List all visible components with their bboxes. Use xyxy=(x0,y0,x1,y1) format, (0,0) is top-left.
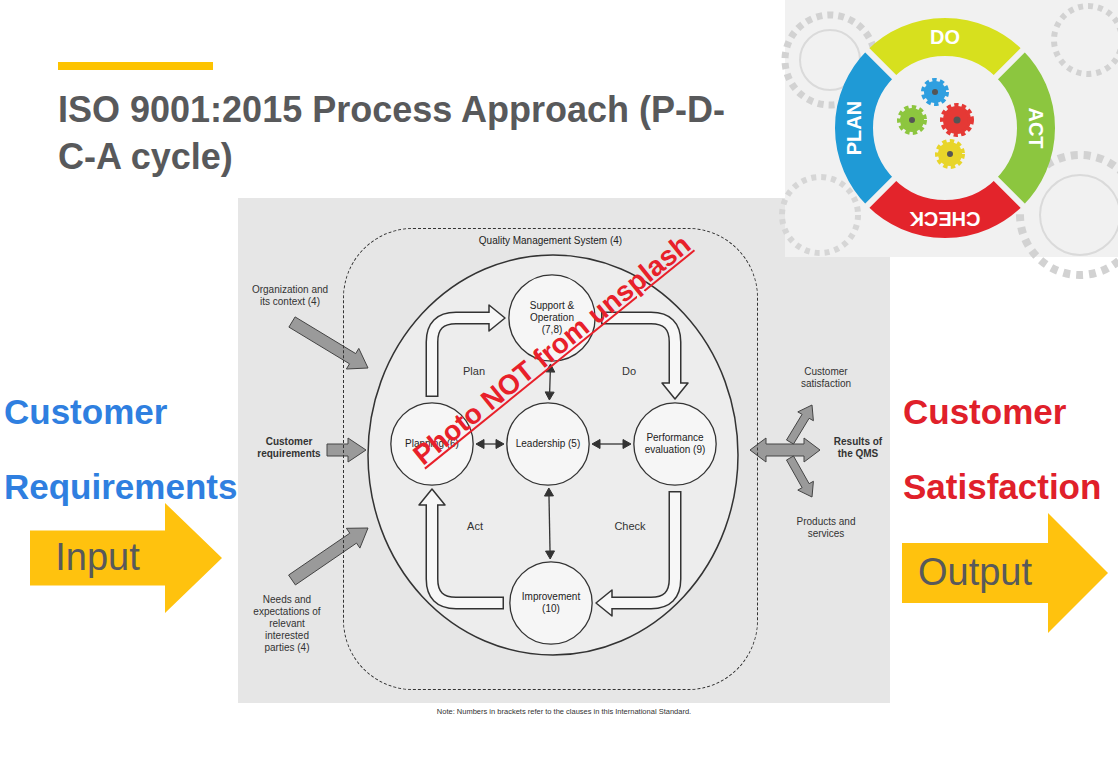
background-gear xyxy=(1040,175,1118,255)
output-label: Results of the QMS xyxy=(827,436,889,460)
phase-label: Plan xyxy=(463,365,485,378)
connector-fill xyxy=(610,493,675,604)
connector-line xyxy=(601,318,675,383)
arrow-text: Input xyxy=(55,537,140,579)
background-gear xyxy=(782,177,858,253)
gear xyxy=(943,106,971,134)
accent-bar xyxy=(58,62,213,70)
segment-gap xyxy=(864,47,897,80)
connector-line xyxy=(484,443,496,444)
arrow-head xyxy=(545,392,554,400)
output-label: Customer satisfaction xyxy=(791,366,861,390)
pdca-step: CHECK xyxy=(909,207,980,231)
pdca-step: PLAN xyxy=(842,101,866,155)
arrow-head xyxy=(489,305,505,331)
input-block-arrow xyxy=(289,317,368,369)
arrow-head xyxy=(592,440,600,449)
gear xyxy=(924,81,946,103)
system-title: Quality Management System (4) xyxy=(344,235,757,247)
circle-line xyxy=(510,562,592,644)
connector-arrow xyxy=(476,440,504,449)
cycle-arrow xyxy=(601,318,688,399)
input-heading: Customer Requirements xyxy=(4,374,259,524)
input-block-arrow xyxy=(289,528,368,585)
output-arrow: Output xyxy=(902,513,1108,633)
input-arrow: Input xyxy=(30,503,222,613)
gear xyxy=(900,108,924,132)
arrow-head xyxy=(596,590,612,616)
gear-hub xyxy=(909,117,915,123)
gear-hub xyxy=(947,151,953,157)
connector-fill xyxy=(603,318,676,385)
pdca-step: DO xyxy=(930,25,960,49)
connector-arrow xyxy=(592,440,631,449)
input-label: Needs and expectations of relevant inter… xyxy=(251,594,323,654)
phase-label: Check xyxy=(614,520,645,533)
connector-line xyxy=(612,491,675,603)
process-name: Performance evaluation (9) xyxy=(642,432,708,456)
output-block-arrow xyxy=(750,438,820,462)
pdca-ground xyxy=(785,0,1118,257)
connector-line xyxy=(600,443,623,444)
output-heading: Customer Satisfaction xyxy=(903,374,1115,524)
arrow-fill xyxy=(902,513,1108,633)
output-block-arrow xyxy=(787,456,814,497)
gear-hub xyxy=(954,117,961,124)
circle-line xyxy=(507,403,589,485)
output-block-arrow xyxy=(787,405,814,444)
segment-gap xyxy=(993,176,1026,209)
figure-note: Note: Numbers in brackets refer to the c… xyxy=(437,707,691,716)
cycle-arrow xyxy=(596,491,675,616)
arrow-head xyxy=(544,488,553,496)
qms-boundary: Quality Management System (4)Support & O… xyxy=(343,228,758,690)
process-circle: Performance evaluation (9) xyxy=(633,402,717,486)
circle-line xyxy=(634,403,716,485)
process-circle: Improvement (10) xyxy=(509,561,593,645)
connector-line xyxy=(432,505,504,603)
segment-gap xyxy=(864,176,897,209)
background-gear xyxy=(1054,6,1118,74)
phase-label: Do xyxy=(622,365,636,378)
input-label: Customer requirements xyxy=(249,436,329,460)
phase-label: Act xyxy=(467,520,483,533)
arrow-head xyxy=(623,440,631,449)
slide-title: ISO 9001:2015 Process Approach (P-D-C-A … xyxy=(58,86,748,180)
connector-arrow xyxy=(544,488,554,559)
input-block-arrow xyxy=(327,438,366,462)
cycle-arrow xyxy=(419,489,504,603)
input-label: Organization and its context (4) xyxy=(250,284,330,308)
connector-line xyxy=(549,496,550,551)
arrow-fill xyxy=(30,503,222,613)
connector-line xyxy=(549,372,551,392)
gear-hub xyxy=(932,89,938,95)
pdca-step: ACT xyxy=(1024,107,1048,148)
process-name: Leadership (5) xyxy=(516,438,580,450)
arrow-head xyxy=(419,489,445,505)
arrow-head xyxy=(496,440,504,449)
figure-ground xyxy=(238,198,890,703)
process-circle: Leadership (5) xyxy=(506,402,590,486)
segment-gap xyxy=(993,47,1026,80)
arrow-head xyxy=(546,551,555,559)
arrow-head xyxy=(476,440,484,449)
arrow-head xyxy=(662,383,688,399)
process-name: Improvement (10) xyxy=(518,591,584,615)
connector-fill xyxy=(432,503,503,603)
arrow-text: Output xyxy=(918,552,1032,594)
output-label: Products and services xyxy=(786,516,866,540)
gear xyxy=(938,142,962,166)
